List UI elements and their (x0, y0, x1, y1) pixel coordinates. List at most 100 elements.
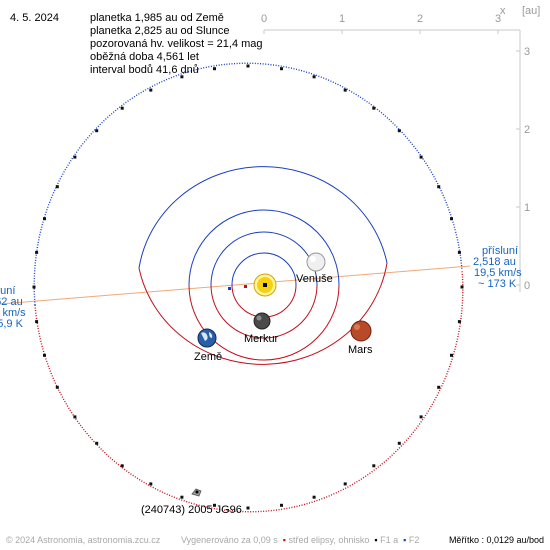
orbit-point (280, 503, 283, 507)
date-label: 4. 5. 2024 (10, 12, 59, 24)
asteroid-marker (191, 488, 202, 497)
orbit-point (450, 217, 453, 221)
aphelion-label: odsluní 3,62 au 13,6 km/s 145,9 K (0, 285, 26, 330)
planet-merkur (253, 312, 271, 330)
f2-marker-icon: ▪ (403, 535, 407, 545)
legend-f1-text: F1 a (380, 535, 399, 545)
footer-legend: Vygenerováno za 0,09 s ▪ střed elipsy, o… (181, 535, 419, 545)
asteroid-position-points (32, 64, 464, 510)
unit-label: [au] (522, 5, 540, 17)
zeme-orbit-upper (188, 209, 340, 286)
orbit-point (35, 250, 39, 254)
legend-f2-text: F2 (408, 535, 420, 545)
svg-text:odsluní: odsluní (0, 285, 15, 297)
y-tick-label: 2 (524, 124, 530, 136)
scale-label: Měřítko : 0,0129 au/bod (448, 535, 544, 545)
orbit-point (372, 106, 376, 110)
venuse-orbit-lower (210, 284, 318, 339)
orbit-point (149, 482, 153, 486)
merkur-orbit-upper (231, 252, 297, 286)
orbit-point (43, 353, 46, 357)
orbit-point (180, 75, 184, 79)
orbit-point (95, 129, 99, 133)
asteroid-orbit-lower (34, 269, 464, 513)
orbit-point (372, 464, 376, 468)
info-distance-earth: planetka 1,985 au od Země (90, 12, 224, 24)
orbit-point (397, 441, 401, 445)
orbit-point (213, 67, 216, 71)
y-tick-label: 3 (524, 46, 530, 58)
planet-label-zeme: Země (194, 351, 222, 363)
orbit-point (32, 285, 36, 289)
planet-label-mars: Mars (348, 344, 373, 356)
y-tick-label: 1 (524, 202, 530, 214)
svg-text:~ 173 K: ~ 173 K (478, 278, 517, 290)
planet-zeme (197, 328, 217, 348)
orbit-point (437, 185, 441, 189)
orbit-point (149, 88, 153, 92)
ellipse-center-marker (244, 285, 247, 288)
x-tick-label: 2 (417, 13, 423, 25)
planet-label-merkur: Merkur (244, 333, 279, 345)
y-tick-label: 0 (524, 280, 530, 292)
f1-marker-icon: ▪ (374, 535, 378, 545)
orbit-point (246, 506, 250, 510)
orbit-point (73, 155, 77, 159)
x-tick-label: 1 (339, 13, 345, 25)
sun (253, 273, 277, 297)
orbit-point (120, 106, 124, 110)
mars-orbit-upper (138, 166, 388, 269)
orbit-point (55, 185, 59, 189)
x-axis-ticks: 0 1 2 3 (261, 13, 501, 34)
svg-text:přísluní: přísluní (482, 245, 518, 257)
asteroid-label: (240743) 2005 JG96 (141, 504, 242, 516)
orbit-point (120, 464, 124, 468)
orbit-point (437, 385, 441, 389)
x-tick-label: 0 (261, 13, 267, 25)
orbit-point (419, 415, 423, 419)
svg-text:13,6 km/s: 13,6 km/s (0, 307, 26, 319)
mars-orbit-lower (138, 262, 388, 365)
info-interval: interval bodů 41,6 dnů (90, 64, 199, 76)
orbit-point (35, 320, 39, 324)
zeme-orbit-lower (188, 284, 340, 361)
copyright-link[interactable]: © 2024 Astronomia, astronomia.zcu.cz (6, 535, 161, 545)
svg-text:145,9 K: 145,9 K (0, 318, 24, 330)
apsidal-line (0, 265, 471, 305)
planet-label-venuse: Venuše (296, 273, 333, 285)
orbit-point (55, 385, 59, 389)
generated-time: Vygenerováno za 0,09 s (181, 535, 278, 545)
svg-text:3,62 au: 3,62 au (0, 296, 23, 308)
info-magnitude: pozorovaná hv. velikost = 21,4 mag (90, 38, 263, 50)
perihelion-label: přísluní 2,518 au 19,5 km/s ~ 173 K (473, 245, 522, 290)
focus-f2-marker (228, 287, 231, 290)
orbit-point (419, 155, 423, 159)
svg-text:19,5 km/s: 19,5 km/s (474, 267, 522, 279)
x-tick-label: 3 (495, 13, 501, 25)
legend-center-text: střed elipsy, ohnisko (288, 535, 370, 545)
orbit-point (343, 482, 347, 486)
orbit-point (457, 320, 461, 324)
orbit-point (73, 415, 77, 419)
orbit-point (312, 495, 316, 499)
orbit-point (460, 285, 464, 289)
orbit-point (95, 441, 99, 445)
y-axis-ticks: 3 2 1 0 (516, 46, 530, 292)
asteroid-orbit (32, 62, 464, 513)
orbit-point (450, 353, 453, 357)
info-panel: planetka 1,985 au od Země planetka 2,825… (90, 12, 263, 77)
svg-text:2,518 au: 2,518 au (473, 256, 516, 268)
orbit-point (343, 88, 347, 92)
x-axis-label: x (500, 5, 506, 17)
orbit-point (457, 250, 461, 254)
center-marker-icon: ▪ (282, 535, 286, 545)
orbit-point (213, 503, 216, 507)
orbit-point (397, 129, 401, 133)
planet-mars (350, 320, 372, 342)
orbit-point (43, 217, 46, 221)
planet-venuse (306, 252, 326, 272)
orbit-point (180, 495, 184, 499)
info-distance-sun: planetka 2,825 au od Slunce (90, 25, 230, 37)
asteroid-orbit-upper (33, 62, 463, 306)
